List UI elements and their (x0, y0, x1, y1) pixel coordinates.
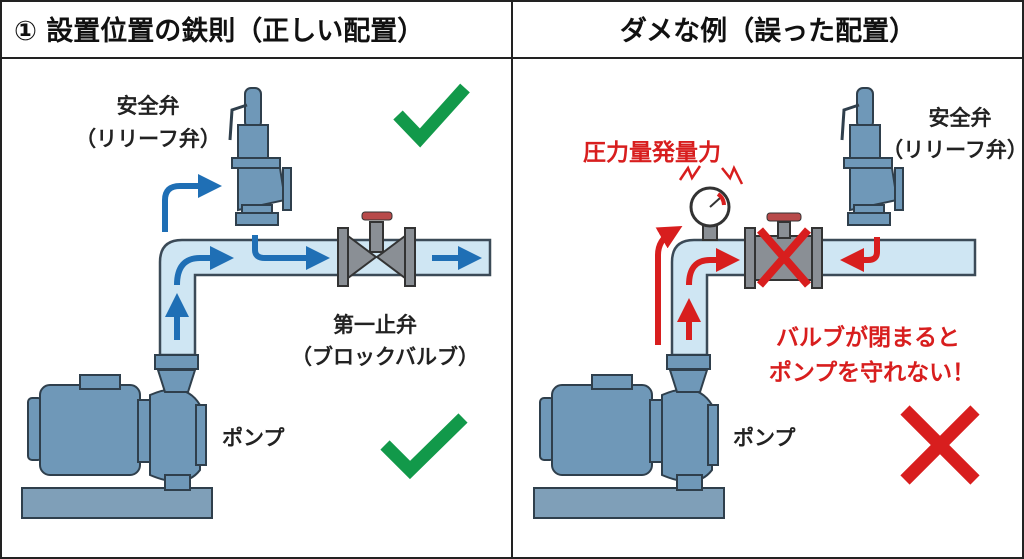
right-panel-title: ダメな例（誤った配置） (620, 15, 916, 47)
left-panel-title: ① 設置位置の鉄則（正しい配置） (14, 15, 424, 47)
pump (533, 354, 725, 519)
relief-valve-sub: （リリーフ弁） (75, 127, 221, 151)
check-icon (393, 83, 470, 148)
relief-valve-label: 安全弁 (929, 106, 992, 130)
pump-label: ポンプ (222, 426, 285, 450)
pump-label: ポンプ (733, 426, 796, 450)
relief-valve-sub: （リリーフ弁） (882, 138, 1024, 162)
pump (21, 354, 213, 519)
block-valve-label: 第一止弁 (333, 313, 417, 337)
check-icon (380, 413, 468, 480)
left-panel: ① 設置位置の鉄則（正しい配置） 安全弁 （リリーフ弁） 第一止弁 （ブロックバ… (14, 15, 492, 519)
cross-icon (900, 405, 980, 485)
closed-valve (744, 212, 823, 289)
pressure-gauge-icon (678, 164, 744, 241)
warning-line-1: バルブが閉まると (776, 324, 960, 351)
relief-valve-label: 安全弁 (117, 94, 180, 118)
warning-line-2: ポンプを守れない！ (769, 359, 975, 386)
right-panel: ダメな例（誤った配置） 圧力量発量力 安全弁 （リリーフ弁） バルブ (533, 15, 1024, 519)
block-valve (337, 211, 416, 287)
flow-arrows (162, 174, 482, 340)
block-valve-sub: （ブロックバルブ） (291, 345, 479, 369)
relief-valve (228, 86, 293, 227)
flow-arrows (655, 226, 880, 345)
pressure-label: 圧力量発量力 (583, 140, 721, 166)
